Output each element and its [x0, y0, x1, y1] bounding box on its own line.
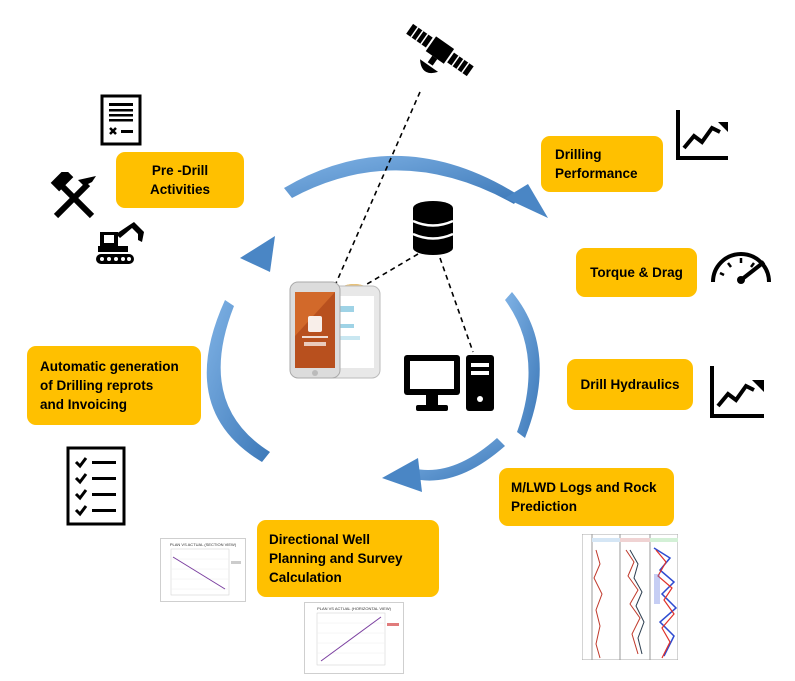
thumbnail-title: PLAN VS ACTUAL (HORIZONTAL VIEW) [317, 606, 391, 611]
cycle-arrow-top [284, 155, 548, 218]
label-text: Pre -Drill Activities [149, 163, 211, 197]
document-icon [100, 94, 142, 146]
drill-hydraulics-label: Drill Hydraulics [567, 359, 693, 410]
trend-chart-icon [676, 110, 728, 160]
thumbnail-plot [316, 612, 399, 666]
torque-drag-label: Torque & Drag [576, 248, 697, 297]
well-log-chart-icon [582, 534, 678, 660]
satellite-icon [406, 23, 474, 77]
directional-well-label: Directional Well Planning and Survey Cal… [257, 520, 439, 597]
thumbnail-plot [170, 548, 241, 596]
label-text: Automatic generation of Drilling reprots… [40, 359, 179, 412]
database-icon [412, 201, 454, 255]
label-text: Drill Hydraulics [580, 377, 680, 392]
cycle-arrow-bottom [382, 438, 505, 492]
label-text: Torque & Drag [590, 265, 683, 280]
mlwd-logs-label: M/LWD Logs and Rock Prediction [499, 468, 674, 526]
dashed-links [332, 91, 474, 353]
label-text: Directional Well Planning and Survey Cal… [269, 532, 403, 585]
automatic-generation-label: Automatic generation of Drilling reprots… [27, 346, 201, 425]
label-text: Drilling Performance [555, 147, 638, 181]
checklist-icon [66, 446, 126, 526]
computer-icon [404, 355, 494, 411]
horizontal-view-thumbnail: PLAN VS ACTUAL (HORIZONTAL VIEW) [304, 602, 404, 674]
vertical-section-thumbnail: PLAN VS ACTUAL (SECTION VIEW) [160, 538, 246, 602]
pre-drill-activities-label: Pre -Drill Activities [116, 152, 244, 208]
cycle-arrow-left [206, 236, 275, 462]
cycle-arrow-right [505, 292, 540, 438]
smartphone-app-icon [289, 281, 381, 379]
trend-chart-icon [710, 366, 764, 418]
label-text: M/LWD Logs and Rock Prediction [511, 480, 657, 514]
excavator-icon [96, 222, 144, 264]
hammer-pick-icon [50, 172, 96, 219]
thumbnail-title: PLAN VS ACTUAL (SECTION VIEW) [169, 542, 237, 547]
speedometer-gauge-icon [711, 252, 771, 284]
drilling-performance-label: Drilling Performance [541, 136, 663, 192]
